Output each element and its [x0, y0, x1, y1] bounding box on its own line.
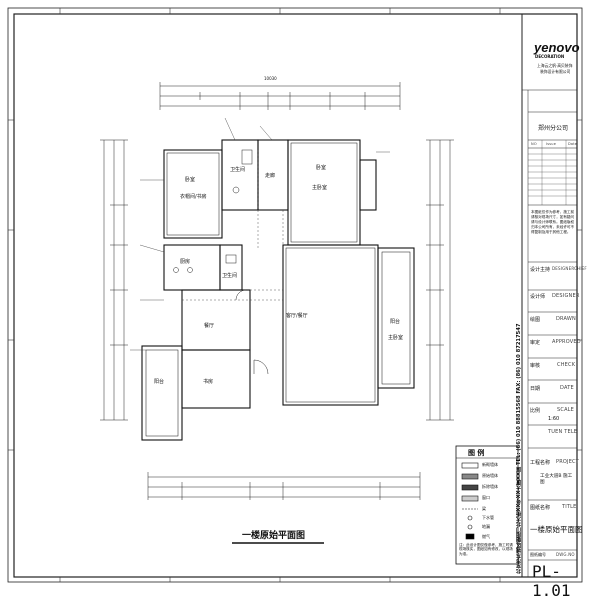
room-label: 阳台: [154, 379, 165, 385]
row-label-en: DESIGNERCHIEF: [552, 266, 587, 271]
row-label-cn: 图纸编号: [530, 552, 546, 557]
legend-item: 原始墙体: [482, 473, 498, 478]
row-label-cn: 日期: [530, 386, 541, 392]
room-label: 客厅/餐厅: [286, 313, 308, 319]
room-sublabel: 衣帽间/书房: [180, 194, 207, 200]
row-label-cn: 审定: [530, 340, 541, 346]
room-label: 走廊: [265, 173, 276, 179]
drawing-title: 一楼原始平面图: [242, 531, 306, 541]
room-label: 卧室: [316, 165, 327, 171]
legend-title: 图 例: [468, 449, 485, 457]
row-label-cn: 审核: [530, 363, 541, 369]
logo-subtitle: DECORATION: [535, 54, 565, 59]
revision-issue-header: Issue: [546, 142, 557, 146]
room-label: 卫生间: [230, 167, 246, 173]
row-label-en: DRAWN: [556, 316, 576, 322]
row-label-en: DATE: [560, 385, 574, 391]
revision-date-header: Date: [568, 142, 578, 146]
legend-note: 注：此设计图仅做参考，施工时请现场核实，图纸如有修改，以现场为准。: [459, 543, 513, 556]
company-logo: yenovo: [534, 40, 580, 55]
room-sublabel: 主卧室: [312, 185, 328, 191]
legend-item: 新砌墙体: [482, 462, 498, 467]
room-label: 书房: [203, 379, 214, 385]
row-label-cn: 绘图: [530, 317, 541, 323]
row-label-en: PROJECT: [556, 459, 580, 465]
company-name: 上海云之帆·高贝装饰: [537, 63, 573, 68]
room-label: 阳台: [390, 319, 401, 325]
row-label-cn: 比例: [530, 408, 541, 414]
legend-item: 窗口: [482, 495, 490, 500]
room-label: 厨房: [180, 259, 191, 265]
row-label-en: CHECK: [557, 362, 576, 368]
sheet-title: 一楼原始平面图: [530, 525, 583, 534]
row-label-en: TITLE: [562, 504, 577, 510]
legend-item: 下水管: [482, 515, 494, 520]
row-label-en: TUEN TELE: [548, 429, 578, 435]
project-name: 工业大道B 施工图: [540, 474, 573, 485]
row-label-cn: 设计师: [530, 294, 546, 300]
row-label-en: SCALE: [557, 407, 575, 413]
row-label-en: APPROVED: [552, 339, 581, 345]
overall-width-dim: 10030: [264, 76, 277, 81]
legend-item: 燃气: [482, 534, 490, 539]
row-label-cn: 图纸名称: [530, 505, 551, 511]
row-label-cn: 设计主持: [530, 267, 551, 273]
row-label-cn: 工程名称: [530, 460, 551, 466]
branch-name: 郑州分公司: [538, 125, 569, 132]
room-label: 餐厅: [204, 323, 215, 329]
legend-item: 拆除墙体: [482, 484, 498, 489]
legend-item: 地漏: [482, 524, 490, 529]
row-label-en: DWG.NO: [556, 552, 575, 557]
revision-no-header: NO: [531, 142, 537, 146]
room-label: 卫生间: [222, 273, 238, 279]
address-strip: 北京市东城区朝阳门北大街XX号XX大厦XX层 TEL: (86) 010 888…: [516, 323, 522, 574]
room-label: 卧室: [185, 177, 196, 183]
legend-item: 梁: [482, 506, 486, 511]
sheet-number: PL-1.01: [532, 562, 571, 600]
row-label-en: DESIGNER: [552, 293, 580, 299]
room-sublabel: 主卧室: [388, 335, 404, 341]
company-name-2: 装饰设计有限公司: [540, 69, 571, 74]
scale-value: 1:60: [548, 416, 560, 422]
general-notes: 本图纸仅作为参考，施工前请核对现场尺寸，如有疑问请与设计师联系。图纸版权归本公司…: [531, 210, 575, 234]
